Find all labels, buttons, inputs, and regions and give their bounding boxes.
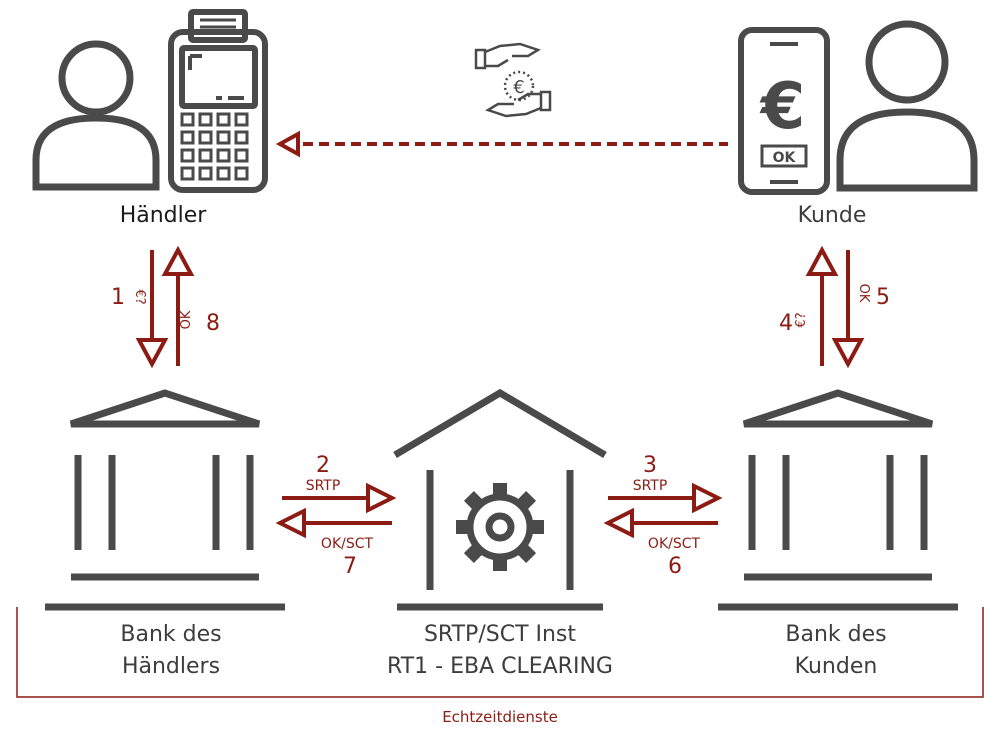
gear-icon [456, 483, 544, 571]
customer-up-arrow [805, 245, 839, 366]
merchant-bank-label-line2: Händlers [122, 654, 220, 679]
clearing-label-line1: SRTP/SCT Inst [424, 622, 576, 647]
phone-ok-button: OK [773, 150, 797, 166]
step-3-number: 3 [643, 453, 657, 478]
step-2-tag: SRTP [306, 478, 341, 494]
pos-terminal-icon [168, 9, 268, 193]
exchange-currency-symbol: € [513, 77, 524, 98]
step-8-number: 8 [206, 311, 220, 336]
merchant-bank-icon [45, 389, 285, 611]
customer-bank-label-line2: Kunden [795, 654, 878, 679]
customer-person-icon [836, 20, 978, 192]
customer-down-arrow [831, 250, 865, 369]
payment-request-arrow [275, 130, 728, 158]
step-4-tag: €? [794, 312, 809, 327]
step-7-tag: OK/SCT [321, 536, 374, 552]
step-4-number: 4 [779, 311, 793, 336]
merchant-down-arrow [135, 250, 169, 369]
footer-label: Echtzeitdienste [442, 708, 558, 726]
step-7-ok-sct-arrow [275, 507, 392, 539]
step-6-ok-sct-arrow [603, 507, 718, 539]
merchant-up-arrow [161, 245, 195, 366]
smartphone-icon [738, 27, 830, 195]
merchant-person-icon [32, 40, 160, 191]
merchant-bank-label-line1: Bank des [120, 622, 221, 647]
customer-bank-icon [718, 389, 958, 611]
step-3-tag: SRTP [633, 478, 668, 494]
money-exchange-icon [474, 42, 552, 118]
step-7-number: 7 [343, 554, 357, 579]
step-1-number: 1 [111, 285, 125, 310]
step-8-tag: OK [179, 310, 194, 329]
step-3-srtp-arrow [608, 482, 723, 514]
customer-bank-label-line1: Bank des [785, 622, 886, 647]
clearing-house-icon [393, 388, 607, 611]
step-6-tag: OK/SCT [648, 536, 701, 552]
step-1-tag: €? [132, 289, 147, 304]
customer-label: Kunde [798, 203, 867, 228]
step-6-number: 6 [668, 554, 682, 579]
phone-currency-symbol: € [759, 70, 806, 144]
step-2-srtp-arrow [282, 482, 397, 514]
step-5-tag: OK [856, 284, 871, 303]
step-2-number: 2 [316, 453, 330, 478]
clearing-label-line2: RT1 - EBA CLEARING [387, 654, 613, 679]
step-5-number: 5 [876, 285, 890, 310]
merchant-label: Händler [120, 203, 208, 228]
realtime-services-bracket [16, 607, 984, 698]
